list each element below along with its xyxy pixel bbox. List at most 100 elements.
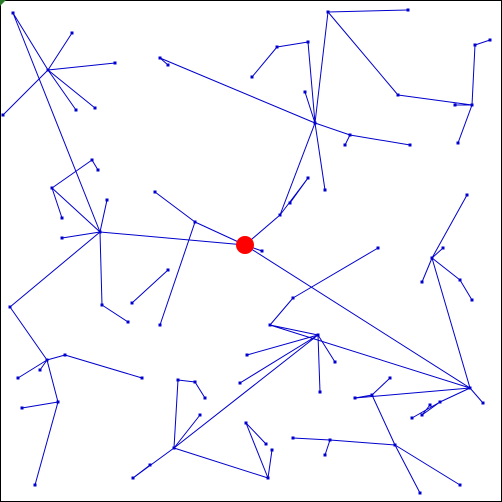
node-19 — [56, 400, 60, 404]
edge-39 — [471, 44, 476, 106]
edge-61 — [394, 444, 461, 486]
node-82 — [172, 446, 176, 450]
edge-83 — [177, 379, 196, 383]
node-67 — [328, 438, 332, 442]
node-69 — [323, 453, 327, 457]
edge-37 — [327, 11, 399, 96]
edge-6 — [51, 187, 63, 219]
node-59 — [238, 381, 242, 385]
node-11 — [105, 198, 109, 202]
edge-62 — [329, 439, 396, 446]
node-79 — [458, 278, 462, 282]
edge-64 — [324, 439, 331, 456]
edge-15 — [17, 359, 48, 379]
edge-36 — [327, 9, 409, 13]
edge-59 — [371, 394, 396, 446]
node-43 — [456, 141, 460, 145]
node-64 — [393, 443, 397, 447]
node-63 — [388, 376, 392, 380]
edge-21 — [64, 354, 143, 379]
edge-45 — [314, 122, 351, 136]
edge-1 — [154, 191, 196, 223]
node-72 — [438, 400, 442, 404]
edge-60 — [394, 444, 421, 494]
edge-41 — [457, 104, 473, 144]
node-20 — [20, 406, 24, 410]
node-49 — [343, 143, 347, 147]
edge-10 — [99, 231, 103, 306]
node-81 — [420, 280, 424, 284]
edge-4 — [131, 269, 169, 304]
edge-63 — [292, 437, 331, 441]
node-39 — [396, 93, 400, 97]
edge-82 — [173, 379, 179, 449]
edge-52 — [244, 244, 471, 389]
node-57 — [333, 360, 337, 364]
node-29 — [113, 61, 117, 65]
edge-5 — [51, 187, 101, 233]
edge-78 — [246, 334, 319, 356]
node-44 — [453, 103, 457, 107]
node-60 — [318, 390, 322, 394]
edge-76 — [269, 324, 319, 336]
node-56 — [316, 333, 320, 337]
edge-12 — [61, 231, 101, 239]
edge-32 — [307, 41, 316, 124]
edge-86 — [173, 447, 269, 479]
node-71 — [481, 401, 485, 405]
node-84 — [193, 380, 197, 384]
node-5 — [130, 301, 134, 305]
edge-18 — [21, 401, 59, 409]
node-54 — [268, 323, 272, 327]
node-55 — [291, 296, 295, 300]
node-76 — [430, 256, 434, 260]
node-87 — [266, 476, 270, 480]
node-15 — [8, 305, 12, 309]
node-2 — [153, 190, 157, 194]
edge-81 — [173, 334, 319, 449]
edge-53 — [269, 324, 471, 389]
node-65 — [418, 491, 422, 495]
edge-69 — [411, 401, 441, 419]
edge-40 — [474, 39, 491, 46]
node-77 — [441, 246, 445, 250]
edge-72 — [431, 194, 468, 259]
node-27 — [74, 108, 78, 112]
edge-22 — [12, 12, 101, 233]
node-3 — [158, 323, 162, 327]
node-28 — [93, 106, 97, 110]
edge-48 — [314, 122, 326, 191]
node-12 — [100, 303, 104, 307]
edge-75 — [421, 257, 433, 283]
node-25 — [46, 68, 50, 72]
node-88 — [270, 448, 274, 452]
edge-19 — [34, 401, 59, 486]
node-36 — [250, 75, 254, 79]
nodes-layer — [1, 8, 492, 495]
node-92 — [148, 463, 152, 467]
edge-14 — [9, 306, 48, 361]
node-34 — [306, 40, 310, 44]
node-70 — [468, 386, 472, 390]
edge-71 — [431, 247, 444, 259]
edge-58 — [371, 377, 391, 396]
node-7 — [50, 186, 54, 190]
node-22 — [63, 353, 67, 357]
node-23 — [140, 376, 144, 380]
node-80 — [470, 298, 474, 302]
node-62 — [370, 393, 374, 397]
node-8 — [60, 216, 64, 220]
edge-50 — [289, 177, 309, 204]
edge-0 — [194, 221, 246, 246]
edge-46 — [349, 134, 411, 146]
edge-91 — [132, 464, 151, 479]
edge-26 — [47, 69, 96, 109]
edge-23 — [12, 12, 49, 71]
edge-77 — [317, 334, 336, 363]
node-21 — [33, 483, 37, 487]
node-68 — [291, 436, 295, 440]
node-51 — [306, 176, 310, 180]
edge-79 — [239, 334, 319, 384]
edge-80 — [317, 334, 321, 393]
